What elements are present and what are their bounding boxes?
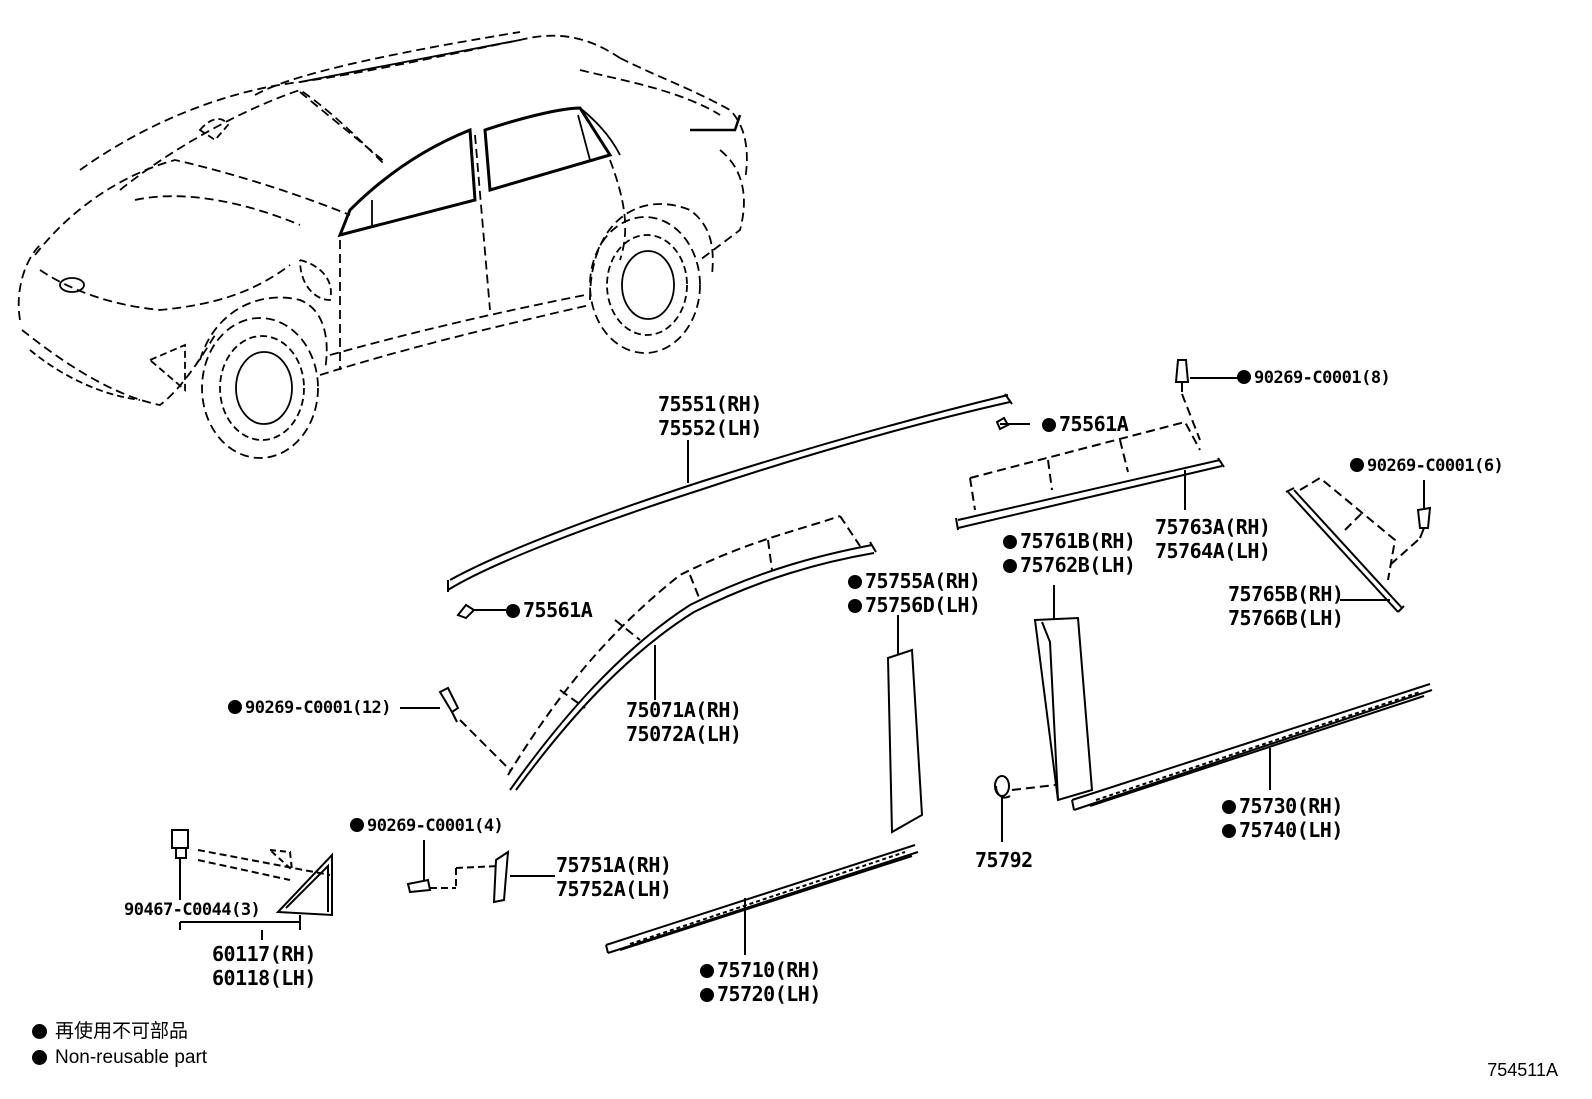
front-belt-molding-part (605, 844, 919, 955)
label-75561a-left: 75561A (506, 598, 593, 622)
rear-belt-molding-part (1071, 683, 1433, 811)
non-reusable-dot-icon (848, 599, 862, 613)
label-60118-lh: 60118(LH) (212, 966, 316, 990)
label-90269-6: 90269-C0001(6) (1350, 454, 1504, 478)
non-reusable-dot-icon (1222, 824, 1236, 838)
clip-75561a-top-part (995, 416, 1030, 431)
label-75761b-rh: 75761B(RH) (1003, 529, 1136, 553)
legend-english: Non-reusable part (32, 1046, 207, 1070)
label-75730-rh: 75730(RH) (1222, 794, 1343, 818)
c-pillar-garnish-part (1011, 585, 1094, 802)
label-75752a-lh: 75752A(LH) (556, 877, 672, 901)
label-75552-lh: 75552(LH) (658, 416, 762, 440)
front-wheel (201, 317, 319, 459)
label-75720-lh: 75720(LH) (700, 982, 821, 1006)
non-reusable-dot-icon (1350, 458, 1364, 472)
label-75792: 75792 (975, 848, 1033, 872)
label-75764a-lh: 75764A(LH) (1155, 539, 1271, 563)
label-75766b-lh: 75766B(LH) (1228, 606, 1344, 630)
clip-75792-part (994, 775, 1011, 842)
clip-75561a-left-part (456, 603, 506, 620)
quarter-molding-part (1285, 476, 1405, 613)
non-reusable-dot-icon (1237, 370, 1251, 384)
clip-90269-6-part (1389, 480, 1432, 566)
non-reusable-dot-icon (848, 575, 862, 589)
b-pillar-garnish-part (886, 615, 924, 834)
non-reusable-dot-icon (506, 604, 520, 618)
non-reusable-dot-icon (700, 988, 714, 1002)
clip-90269-4-part (406, 840, 432, 894)
non-reusable-dot-icon (1003, 559, 1017, 573)
non-reusable-dot-icon (1042, 418, 1056, 432)
legend-japanese: 再使用不可部品 (32, 1020, 188, 1044)
label-75762b-lh: 75762B(LH) (1003, 553, 1136, 577)
label-75740-lh: 75740(LH) (1222, 818, 1343, 842)
label-75751a-rh: 75751A(RH) (556, 853, 672, 877)
label-75071a-rh: 75071A(RH) (626, 698, 742, 722)
label-75763a-rh: 75763A(RH) (1155, 515, 1271, 539)
non-reusable-dot-icon (228, 700, 242, 714)
label-90467: 90467-C0044(3) (124, 900, 261, 920)
roof-molding-part (447, 393, 1013, 592)
label-75551-rh: 75551(RH) (658, 392, 762, 416)
label-75710-rh: 75710(RH) (700, 958, 821, 982)
clip-90467-part (171, 829, 189, 900)
label-75756d-lh: 75756D(LH) (848, 593, 981, 617)
label-90269-8: 90269-C0001(8) (1237, 366, 1391, 390)
non-reusable-dot-icon (1003, 535, 1017, 549)
corner-piece-part (179, 848, 333, 940)
small-garnish-part (430, 850, 555, 904)
label-60117-rh: 60117(RH) (212, 942, 316, 966)
clip-90269-12-part (400, 686, 511, 771)
door-frame-molding-part (507, 515, 877, 791)
non-reusable-dot-icon (32, 1024, 47, 1039)
label-75072a-lh: 75072A(LH) (626, 722, 742, 746)
non-reusable-dot-icon (1222, 800, 1236, 814)
rear-wheel (589, 216, 701, 354)
non-reusable-dot-icon (700, 964, 714, 978)
label-75755a-rh: 75755A(RH) (848, 569, 981, 593)
non-reusable-dot-icon (350, 818, 364, 832)
label-90269-12: 90269-C0001(12) (228, 696, 392, 720)
non-reusable-dot-icon (32, 1050, 47, 1065)
label-75561a-top: 75561A (1042, 412, 1129, 436)
label-75765b-rh: 75765B(RH) (1228, 582, 1344, 606)
diagram-code: 754511A (1487, 1060, 1558, 1080)
vehicle-illustration (17, 31, 748, 459)
rear-door-upper-molding-part (955, 420, 1225, 531)
label-90269-4: 90269-C0001(4) (350, 814, 504, 838)
clip-90269-8-part (1174, 359, 1238, 441)
